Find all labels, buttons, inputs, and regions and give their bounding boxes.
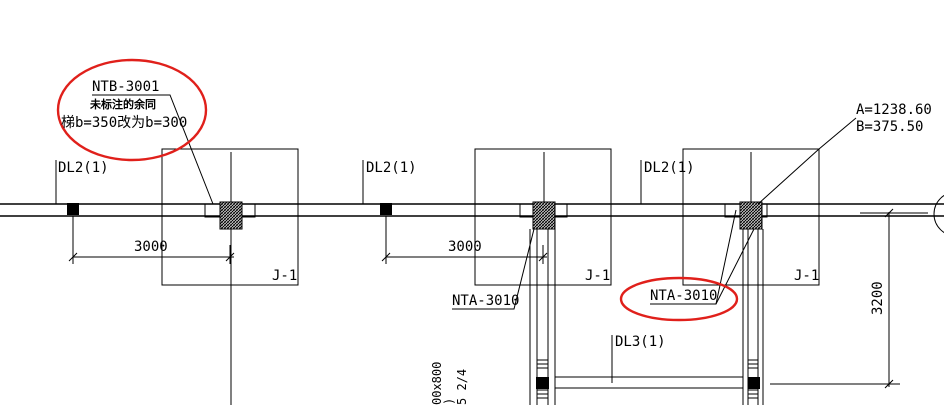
dl2-label-a: DL2(1) <box>58 160 109 176</box>
dimension-3200 <box>770 208 928 389</box>
ntb-note-1: 未标注的余同 <box>89 97 156 111</box>
nta-label-right: NTA-3010 <box>650 288 717 304</box>
dl3-label: DL3(1) <box>615 334 666 350</box>
red-markup-nta <box>619 276 739 322</box>
vertical-beam-right <box>742 229 764 405</box>
coord-label-b: B=375.50 <box>856 119 923 135</box>
nta-label-middle: NTA-3010 <box>452 293 519 309</box>
ntb-leader <box>92 94 214 205</box>
j1-label-b: J-1 <box>585 268 610 284</box>
j1-label-a: J-1 <box>272 268 297 284</box>
dim-label-b: 3000 <box>448 239 482 255</box>
ntb-label: NTB-3001 <box>92 79 159 95</box>
beam-dl3 <box>555 335 743 389</box>
cut-text-2: 5 2/4 <box>455 369 469 405</box>
footing-j1-middle <box>474 148 612 286</box>
coord-leader <box>757 117 857 205</box>
footing-j1-left <box>161 148 299 405</box>
dl2-label-b: DL2(1) <box>366 160 417 176</box>
column-right <box>724 201 768 230</box>
cut-text-3: ) <box>442 398 456 405</box>
column-middle <box>519 201 568 230</box>
column-left <box>204 201 256 230</box>
red-markup-ntb <box>56 58 208 162</box>
nta-leader-middle <box>452 228 535 310</box>
dimension-3000-left <box>68 216 235 264</box>
j1-label-c: J-1 <box>794 268 819 284</box>
beam-marker-left <box>67 203 79 215</box>
ntb-note-2: 梯b=350改为b=300 <box>61 115 187 131</box>
main-beam <box>0 203 944 217</box>
beam-marker-middle <box>380 203 392 215</box>
cut-text-1: 00x800 <box>430 362 444 405</box>
footing-j1-right <box>682 148 820 286</box>
dimension-3000-middle <box>381 216 548 264</box>
axis-bubble <box>933 194 944 234</box>
dl2-label-c: DL2(1) <box>644 160 695 176</box>
coord-label-a: A=1238.60 <box>856 102 932 118</box>
nta-leader-right-2 <box>715 228 755 305</box>
dim-label-3200: 3200 <box>870 281 886 315</box>
vertical-beam-middle <box>529 229 556 405</box>
dim-label-a: 3000 <box>134 239 168 255</box>
